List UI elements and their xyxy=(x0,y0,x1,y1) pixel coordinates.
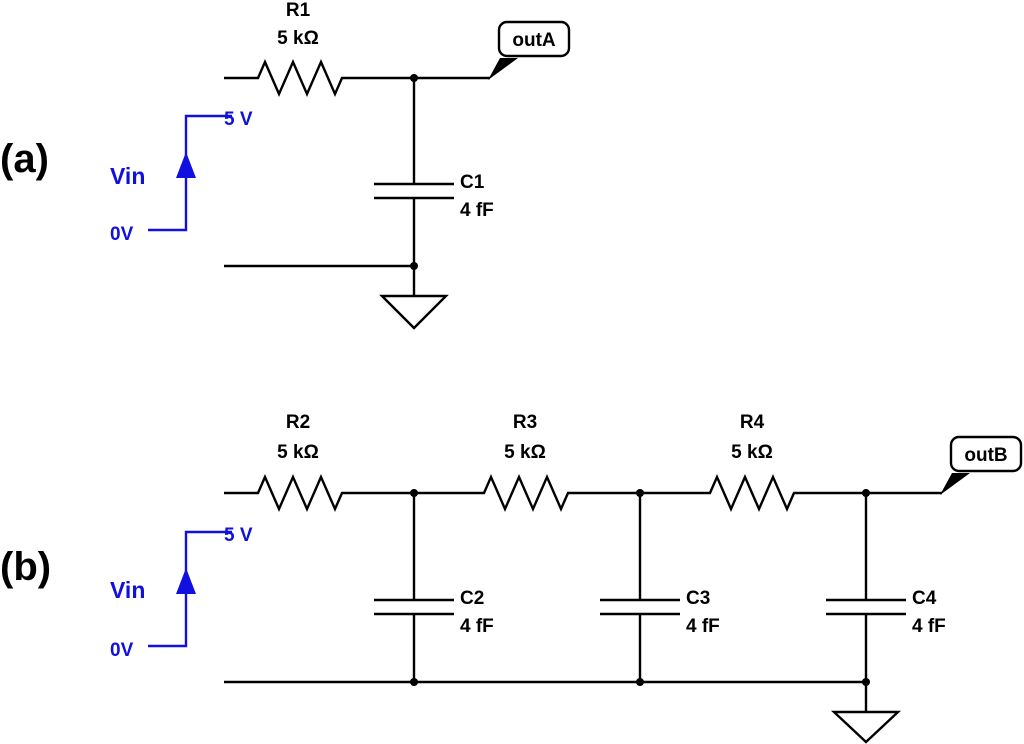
source-name-a: Vin xyxy=(110,163,145,189)
part-label-b: (b) xyxy=(0,545,51,589)
r3-value: 5 kΩ xyxy=(504,442,546,463)
capacitor-c1: C1 4 fF xyxy=(374,78,494,296)
junction-dot xyxy=(410,74,418,82)
capacitor-c4: C4 4 fF xyxy=(826,493,946,712)
source-high-label-b: 5 V xyxy=(224,525,253,546)
resistor-r3: R3 5 kΩ xyxy=(414,412,640,512)
resistor-r4: R4 5 kΩ xyxy=(640,412,866,512)
resistor-r1: R1 5 kΩ xyxy=(224,0,414,97)
circuit-b: (b) 5 V Vin 0V R2 5 kΩ R3 5 kΩ R4 5 kΩ xyxy=(0,412,1023,744)
junction-dot xyxy=(862,678,870,686)
part-label-a: (a) xyxy=(0,137,49,181)
junction-dot xyxy=(410,678,418,686)
output-flag-b xyxy=(949,435,1023,473)
source-low-label-b: 0V xyxy=(110,640,134,661)
junction-dot xyxy=(862,489,870,497)
up-arrow-icon xyxy=(176,152,196,178)
c2-value: 4 fF xyxy=(460,616,494,637)
resistor-r3-symbol xyxy=(414,474,640,512)
junction-dot xyxy=(636,678,644,686)
c4-name: C4 xyxy=(912,588,937,609)
r1-name: R1 xyxy=(286,0,311,21)
r4-name: R4 xyxy=(740,412,765,433)
c4-value: 4 fF xyxy=(912,616,946,637)
output-label-b: outB xyxy=(964,445,1007,466)
r2-name: R2 xyxy=(286,412,310,433)
r2-value: 5 kΩ xyxy=(277,442,319,463)
source-high-label-a: 5 V xyxy=(224,109,253,130)
junction-dot xyxy=(410,489,418,497)
capacitor-c3: C3 4 fF xyxy=(600,493,720,682)
circuit-a: (a) 5 V Vin 0V R1 5 kΩ outA C1 4 fF xyxy=(0,0,571,330)
capacitor-c2: C2 4 fF xyxy=(374,493,494,682)
output-flag-a xyxy=(497,20,571,58)
output-pointer-b xyxy=(940,473,970,495)
r3-name: R3 xyxy=(513,412,537,433)
output-label-a: outA xyxy=(512,30,556,51)
r4-value: 5 kΩ xyxy=(731,442,773,463)
resistor-r1-symbol xyxy=(224,59,414,97)
c3-name: C3 xyxy=(686,588,710,609)
resistor-r4-symbol xyxy=(640,474,866,512)
resistor-r2: R2 5 kΩ xyxy=(224,412,414,512)
input-source-a: 5 V Vin 0V xyxy=(110,109,253,245)
c3-value: 4 fF xyxy=(686,616,720,637)
r1-value: 5 kΩ xyxy=(277,28,319,49)
ground-icon xyxy=(379,294,449,330)
junction-dot xyxy=(636,489,644,497)
output-pointer-a xyxy=(488,58,518,80)
c1-value: 4 fF xyxy=(460,200,494,221)
input-source-b: 5 V Vin 0V xyxy=(110,525,253,661)
c2-name: C2 xyxy=(460,588,484,609)
up-arrow-icon xyxy=(176,568,196,594)
c1-name: C1 xyxy=(460,172,485,193)
resistor-r2-symbol xyxy=(224,474,414,512)
source-low-label-a: 0V xyxy=(110,224,134,245)
ground-icon xyxy=(830,710,902,744)
junction-dot xyxy=(410,262,418,270)
source-name-b: Vin xyxy=(110,577,145,603)
